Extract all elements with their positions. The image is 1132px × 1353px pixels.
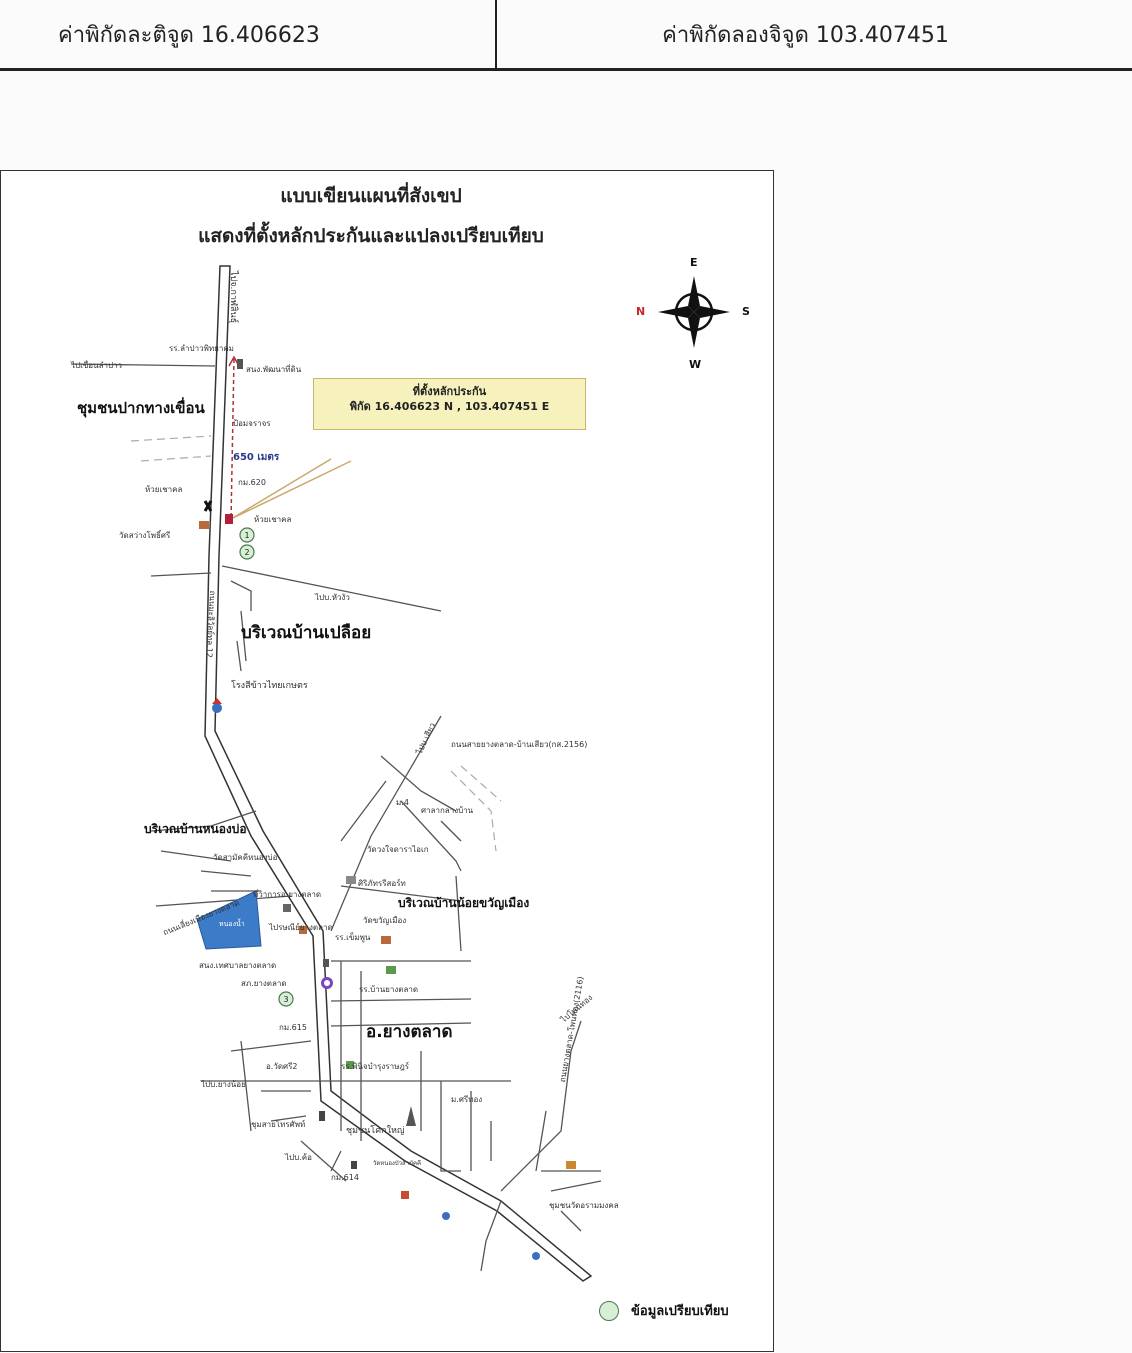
callout-coordinates: พิกัด 16.406623 N , 103.407451 E: [349, 400, 550, 413]
label-school-north: รร.ลำปาวพิทยาคม: [169, 344, 234, 353]
collateral-location-marker: [225, 514, 233, 524]
marker-1-label: 1: [244, 531, 249, 540]
label-kindergarten: วัดวงใจดาราไอเก: [367, 845, 429, 854]
compass-s: S: [742, 305, 750, 318]
map-title: แบบเขียนแผนที่สังเขป: [280, 185, 462, 207]
label-chum-khok: ชุมชนโคกใหญ่: [346, 1126, 405, 1136]
label-huai-south: ห้วยเชาคล: [254, 515, 292, 524]
label-km614: กม.614: [331, 1173, 359, 1182]
label-km615: กม.615: [279, 1023, 307, 1032]
road-network: 1 2 3: [70, 265, 730, 1282]
label-rice-mill: โรงสีข้าวไทยเกษตร: [231, 681, 308, 691]
label-agri-office: ที่ว่าการอ.ยางตลาด: [253, 890, 322, 899]
area-ban-nong-bo: บริเวณบ้านหนองบ่อ: [144, 822, 247, 836]
compass-rose: [658, 276, 730, 348]
landmark-icons: [199, 359, 576, 1260]
longitude-label: ค่าพิกัดลองจิจูด 103.407451: [662, 22, 949, 48]
marker-2-label: 2: [244, 548, 249, 557]
label-wat-sri: อ.วัดศรี2: [266, 1062, 298, 1071]
label-post-office: ไปรษณีย์ยางตลาด: [269, 923, 333, 932]
callout-title: ที่ตั้งหลักประกัน: [412, 385, 487, 398]
label-police: สภ.ยางตลาด: [241, 979, 287, 988]
label-school-yang: รร.บ้านยางตลาด: [359, 985, 419, 994]
legend-text: ข้อมูลเปรียบเทียบ: [631, 1304, 729, 1319]
label-sala: ศาลากลางบ้าน: [421, 806, 474, 815]
label-mu-4: ม.4: [396, 798, 409, 807]
collateral-callout: ที่ตั้งหลักประกัน พิกัด 16.406623 N , 10…: [313, 378, 586, 430]
label-road-2156: ถนนสายยางตลาด-บ้านเสียว(กส.2156): [451, 740, 588, 749]
label-resort: ศิริภัทรรีสอร์ท: [358, 879, 406, 888]
label-wat-nong-bo: วัดสามัคคีหนองบ่อ: [213, 853, 278, 862]
area-noi-kwan-mueang: บริเวณบ้านน้อยขวัญเมือง: [398, 896, 530, 910]
label-municipal: สนง.เทศบาลยางตลาด: [199, 961, 277, 970]
label-mongkon: ชุมชนวัดอรามมงคล: [549, 1201, 619, 1210]
label-pond: หนองน้ำ: [219, 920, 245, 928]
legend-comparison-icon: [599, 1300, 619, 1321]
coordinate-header: ค่าพิกัดละติจูด 16.406623 ค่าพิกัดลองจิจ…: [0, 0, 1132, 71]
label-police-north: ป้อมจราจร: [233, 419, 271, 428]
label-to-yang-noi: ไปบ.ยางน้อย: [201, 1080, 246, 1089]
comparison-markers: [239, 527, 294, 1007]
area-pak-tang-khuean: ชุมชนปากทางเขื่อน: [77, 399, 205, 417]
label-dam: ไปเขื่อนลำปาว: [71, 361, 123, 370]
label-wat-sawang: วัดสว่างโพธิ์ศรี: [119, 531, 171, 540]
label-land-office: สนง.พัฒนาที่ดิน: [246, 365, 302, 374]
map-legend: ข้อมูลเปรียบเทียบ: [599, 1300, 729, 1321]
label-wat-kwan: วัดขวัญเมือง: [363, 916, 407, 925]
area-yang-talat: อ.ยางตลาด: [366, 1022, 453, 1042]
pond-area: [196, 890, 262, 950]
highway-12: [204, 265, 593, 1282]
label-chum-sai: ชุมสายโทรศัพท์: [251, 1120, 306, 1129]
marker-3-label: 3: [283, 995, 288, 1004]
distance-label: 650 เมตร: [233, 452, 280, 463]
label-temple-south: วัดหนองบัวสามัคคี: [373, 1160, 422, 1167]
label-km620: กม.620: [238, 478, 266, 487]
latitude-label: ค่าพิกัดละติจูด 16.406623: [0, 0, 497, 68]
distance-line: [230, 358, 235, 522]
label-to-khok: ไปบ.ค้อ: [285, 1153, 312, 1162]
label-to-hua-ngua: ไปบ.หัวงัว: [315, 593, 350, 602]
label-road-north: ไปจ.กาฬสินธุ์: [228, 271, 238, 324]
sketch-map: 1 2 3 แบบเขียนแผนที่สังเขป แสดงที่ตั้งหล…: [0, 170, 774, 1352]
label-school-kwan: รร.เข็มพูน: [335, 933, 371, 942]
area-ban-ploei: บริเวณบ้านเปลือย: [241, 623, 372, 643]
label-mu-sri: ม.ศรีทอง: [451, 1095, 483, 1104]
map-subtitle: แสดงที่ตั้งหลักประกันและแปลงเปรียบเทียบ: [198, 225, 544, 247]
compass-w: W: [689, 358, 702, 371]
label-school-phin: รร.พินิจบำรุงราษฎร์: [341, 1062, 410, 1071]
compass-n: N: [636, 305, 646, 318]
compass-e: E: [690, 256, 698, 269]
label-huai-north: ห้วยเชาคล: [145, 485, 183, 494]
